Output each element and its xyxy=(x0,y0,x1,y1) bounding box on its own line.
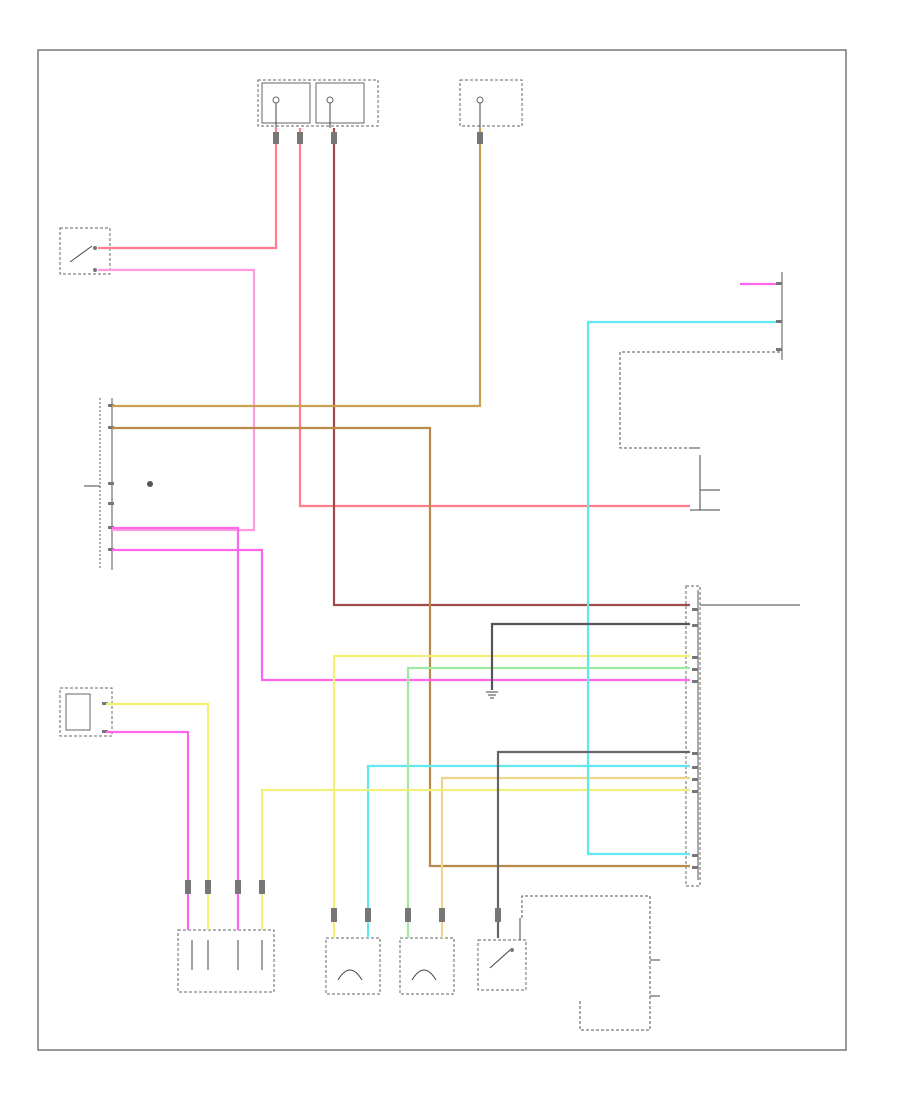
stop-lamp-switch xyxy=(59,227,111,275)
left-front-wheel-speed-sensor xyxy=(325,937,381,995)
underhood-junction-block xyxy=(84,398,153,570)
wire-red-stop-lamp xyxy=(98,128,278,250)
wire-tan-hot xyxy=(112,128,482,408)
diagram-frame xyxy=(37,49,847,1051)
electronic-brake-control-module xyxy=(685,585,800,887)
wire-cyan-serial xyxy=(586,320,776,856)
wire-pink-stop-lamp-out xyxy=(98,268,256,532)
wire-magenta-pcm xyxy=(112,526,240,930)
wire-yellow-pcm xyxy=(260,788,690,930)
wire-magenta-vss xyxy=(106,730,190,930)
lighting-control-relay xyxy=(519,895,660,1031)
connector-marks-top xyxy=(273,132,483,144)
wire-brown-serial xyxy=(112,426,690,868)
hot-at-all-times-box xyxy=(459,79,523,128)
wire-black-brake-switch xyxy=(496,750,690,938)
wire-green-rf xyxy=(406,666,690,938)
ground-symbol xyxy=(486,691,498,699)
connector-marks-bottom xyxy=(185,880,501,922)
wire-black-ground xyxy=(490,622,690,690)
vehicle-speed-sensor xyxy=(59,687,113,737)
brake-pressure-sensor xyxy=(619,272,783,449)
wire-magenta-sensor xyxy=(112,548,690,682)
wire-tan-rf xyxy=(440,776,690,938)
wire-yellow-vss xyxy=(106,702,210,930)
top-fuse-block xyxy=(257,79,379,128)
powertrain-control-module xyxy=(177,929,275,993)
right-front-wheel-speed-sensor xyxy=(399,937,455,995)
wire-cyan-lf xyxy=(366,764,690,938)
instrument-panel-cluster xyxy=(690,447,720,511)
brake-fluid-level-switch xyxy=(477,939,527,991)
wire-yellow-lf xyxy=(332,654,690,938)
wire-red-ipc xyxy=(298,128,690,508)
wire-maroon-battery xyxy=(332,128,690,607)
